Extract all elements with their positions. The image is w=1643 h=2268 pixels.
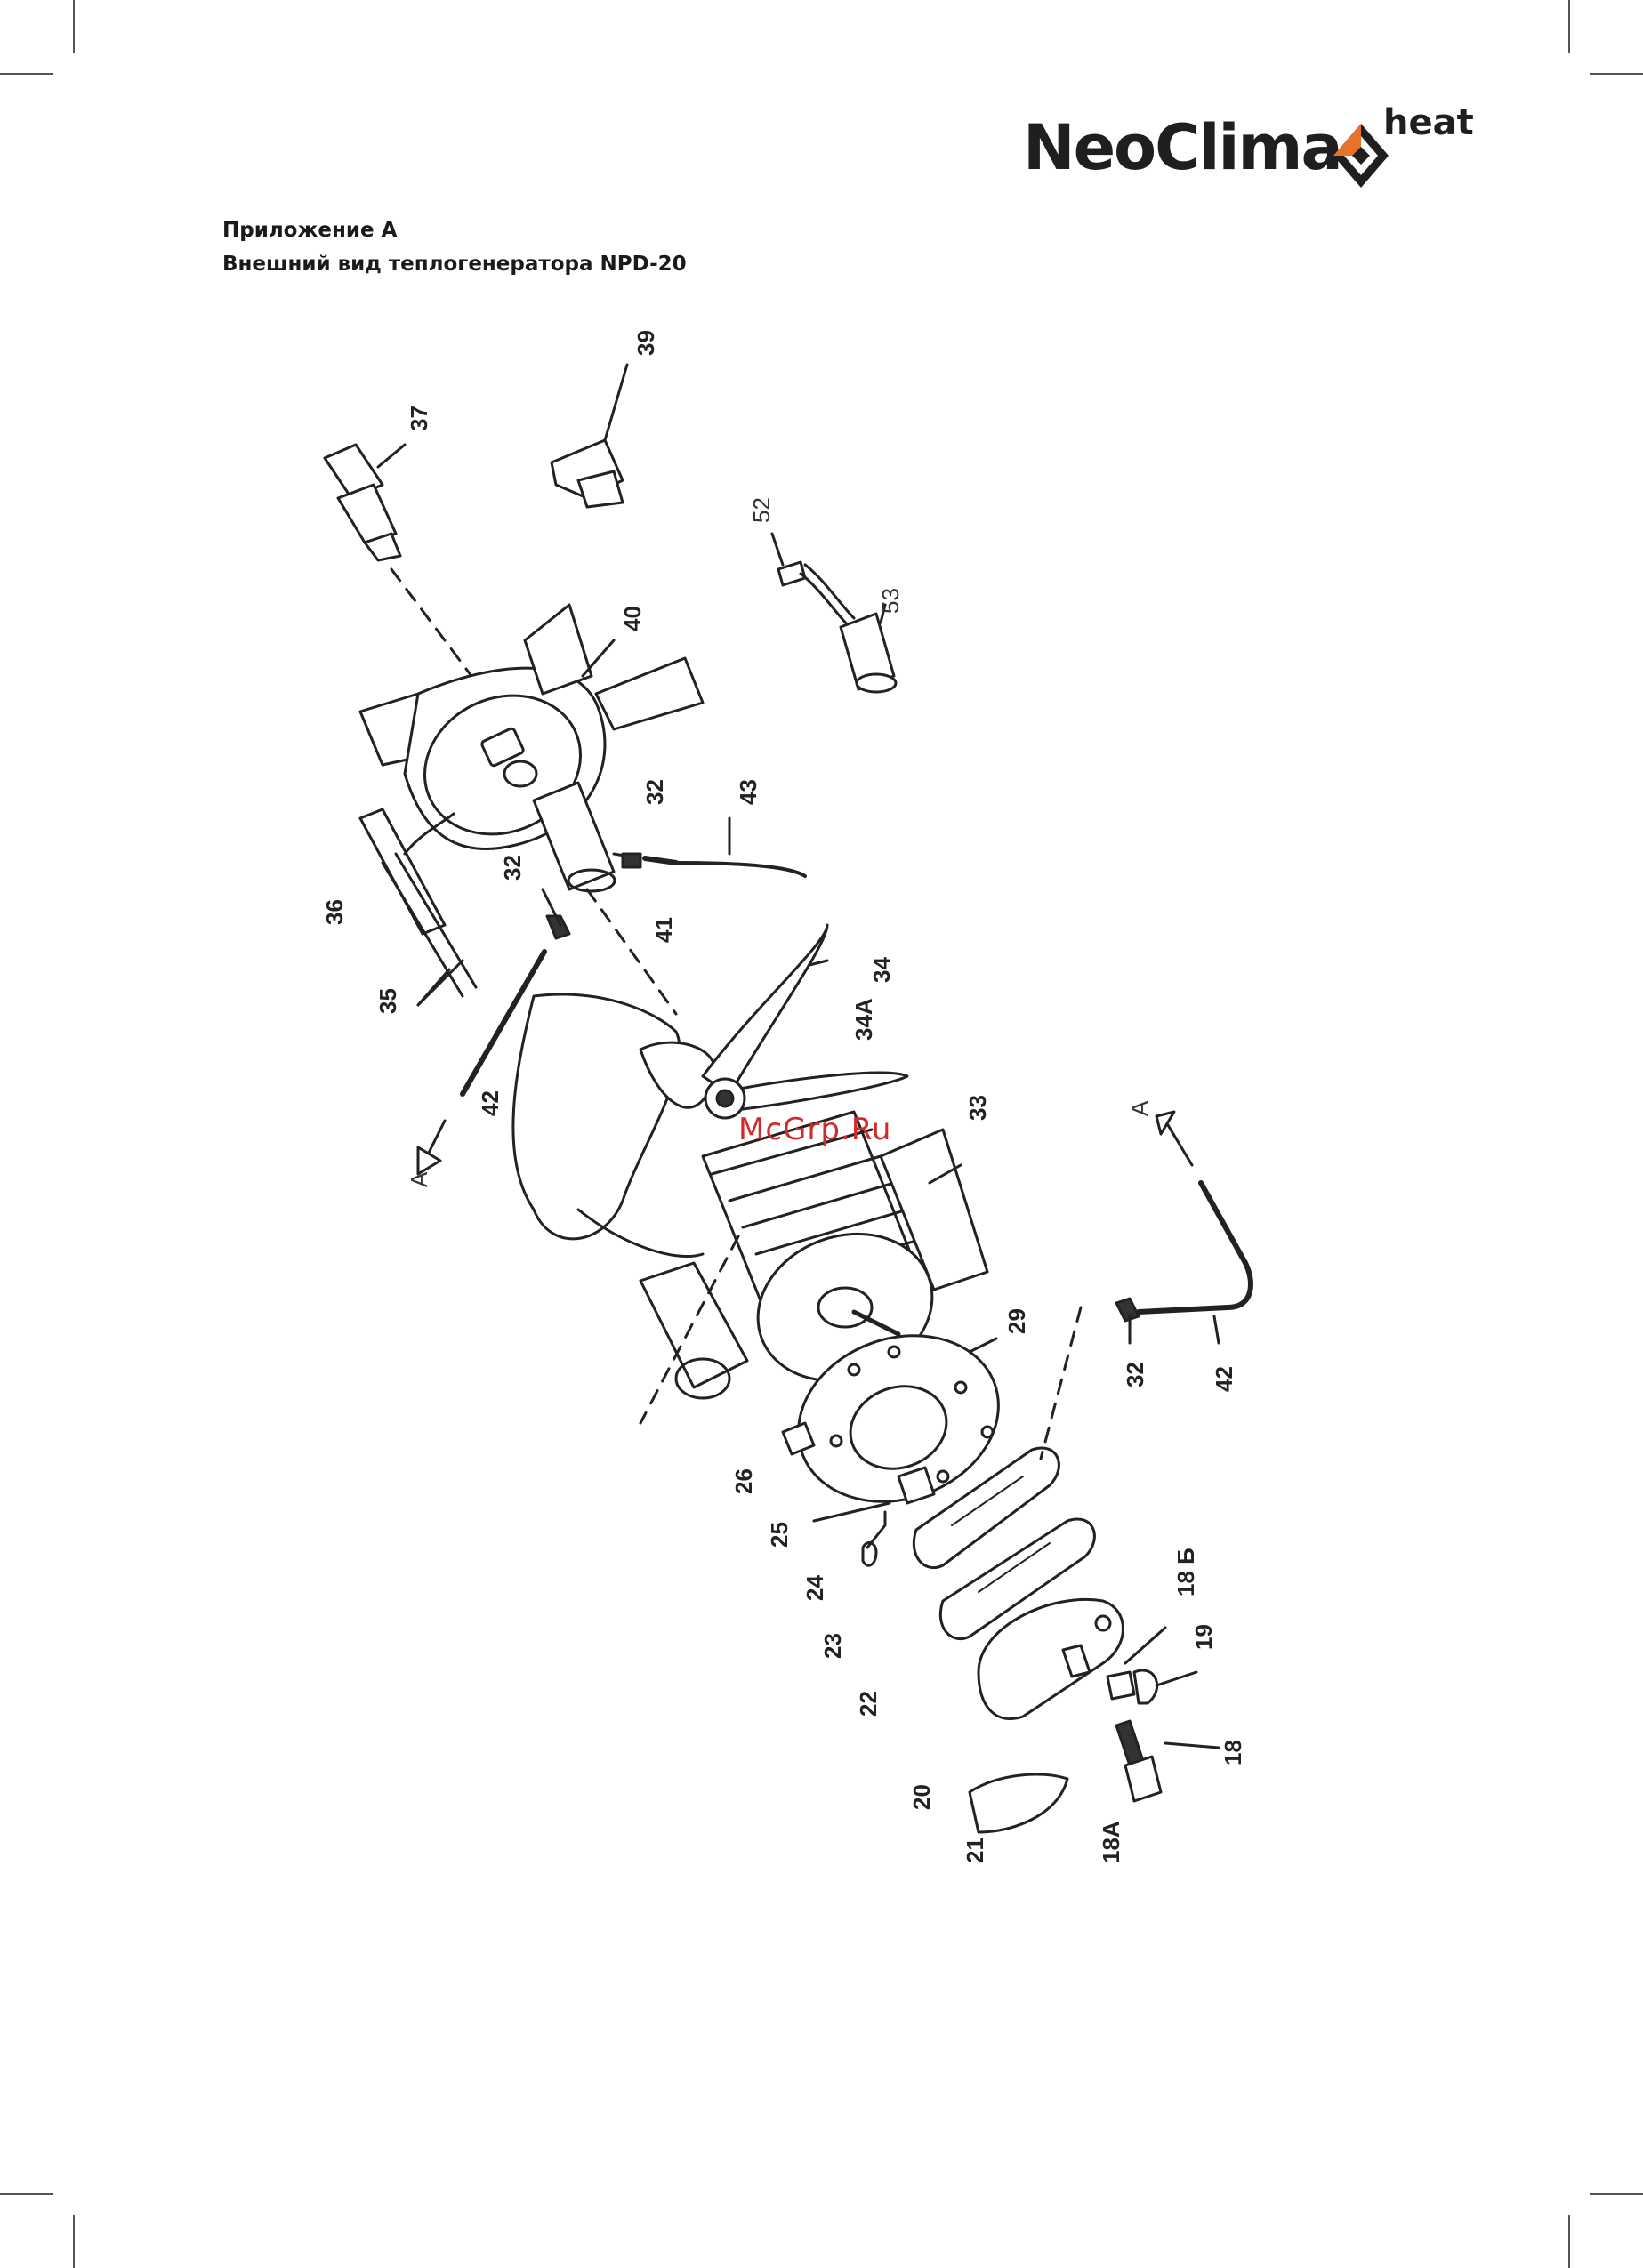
label-33: 33 <box>964 1095 991 1121</box>
label-42-left: 42 <box>477 1090 503 1116</box>
label-24: 24 <box>801 1575 828 1601</box>
label-A-right: A <box>1126 1100 1153 1116</box>
label-20: 20 <box>908 1784 935 1810</box>
label-40: 40 <box>619 606 646 631</box>
watermark-text: McGrp.Ru <box>738 1112 891 1147</box>
label-36: 36 <box>321 899 348 925</box>
label-35: 35 <box>375 988 401 1014</box>
label-18B: 18 Б <box>1172 1548 1199 1596</box>
label-53: 53 <box>877 588 904 614</box>
label-29: 29 <box>1003 1308 1030 1334</box>
label-21: 21 <box>962 1838 988 1863</box>
label-32-left: 32 <box>499 855 526 881</box>
part-39-bracket <box>552 365 627 507</box>
label-34: 34 <box>868 957 895 983</box>
part-18-21-cover-assembly <box>970 1599 1219 1832</box>
label-43: 43 <box>735 779 761 805</box>
part-40-fan-housing <box>360 605 703 859</box>
label-25: 25 <box>766 1522 793 1548</box>
label-39: 39 <box>632 330 659 356</box>
label-37: 37 <box>406 406 432 431</box>
label-18: 18 <box>1220 1740 1246 1765</box>
label-19: 19 <box>1190 1624 1217 1650</box>
label-41: 41 <box>650 917 677 943</box>
label-32-top: 32 <box>641 779 668 805</box>
label-34A: 34A <box>850 998 877 1041</box>
label-18A: 18A <box>1098 1821 1124 1863</box>
label-42-right: 42 <box>1211 1366 1237 1392</box>
label-22: 22 <box>855 1691 882 1717</box>
label-23: 23 <box>819 1633 846 1659</box>
label-26: 26 <box>730 1468 757 1494</box>
label-A-left: A <box>406 1171 432 1187</box>
part-42-fuel-line-right <box>1116 1112 1251 1343</box>
label-32-right: 32 <box>1122 1362 1148 1387</box>
part-41-43-ignition-lead <box>534 783 805 891</box>
part-37-nozzle <box>325 445 471 676</box>
label-52: 52 <box>748 497 775 523</box>
